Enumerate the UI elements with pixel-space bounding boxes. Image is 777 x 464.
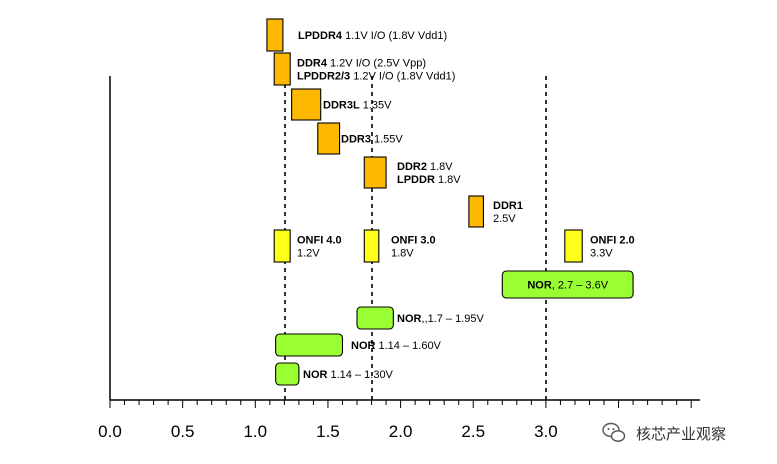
label-0-line-0: LPDDR4 1.1V I/O (1.8V Vdd1) xyxy=(298,30,447,42)
label-5-line-1: 2.5V xyxy=(493,213,516,225)
watermark: 核芯产业观察 xyxy=(602,422,726,443)
label-2-line-0: DDR3L 1.35V xyxy=(323,100,392,112)
label-8-line-0: ONFI 2.0 xyxy=(590,235,635,247)
bar-0 xyxy=(266,18,284,52)
axes xyxy=(109,76,700,401)
labels-layer: LPDDR4 1.1V I/O (1.8V Vdd1) DDR4 1.2V I/O… xyxy=(297,30,635,381)
bar-1 xyxy=(273,52,291,86)
label-8-line-1: 3.3V xyxy=(590,248,613,260)
bar-7 xyxy=(363,229,380,263)
x-tick-label: 0.5 xyxy=(171,422,195,441)
x-ticks: 0.0 0.5 1.0 1.5 2.0 2.5 3.0 xyxy=(98,400,692,441)
bar-3 xyxy=(317,122,341,155)
bar-4 xyxy=(363,156,387,189)
watermark-text: 核芯产业观察 xyxy=(636,425,726,443)
x-tick-label: 1.5 xyxy=(316,422,340,441)
label-5-line-0: DDR1 xyxy=(493,200,523,212)
bar-10 xyxy=(356,306,394,330)
bar-9 xyxy=(501,270,634,299)
bar-12 xyxy=(275,362,300,386)
x-tick-label: 1.0 xyxy=(243,422,267,441)
label-1-line-1: LPDDR2/3 1.2V I/O (1.8V Vdd1) xyxy=(297,71,455,83)
label-6-line-0: ONFI 4.0 xyxy=(297,235,342,247)
label-12-line-0: NOR 1.14 – 1.30V xyxy=(303,369,394,381)
bar-11 xyxy=(275,333,344,357)
bar-5 xyxy=(468,195,484,228)
label-7-line-1: 1.8V xyxy=(391,248,414,260)
wechat-icon xyxy=(602,422,626,442)
x-tick-label: 2.0 xyxy=(389,422,413,441)
x-tick-label: 0.0 xyxy=(98,422,122,441)
label-11-line-0: NOR 1.14 – 1.60V xyxy=(351,340,442,352)
label-9-line-0: NOR, 2.7 – 3.6V xyxy=(527,280,608,292)
x-tick-label: 2.5 xyxy=(461,422,485,441)
label-3-line-0: DDR3 1.55V xyxy=(341,134,403,146)
bars-layer xyxy=(266,18,634,386)
bar-6 xyxy=(273,229,291,263)
bar-8 xyxy=(564,229,583,263)
label-4-line-0: DDR2 1.8V xyxy=(397,161,453,173)
bar-2 xyxy=(291,88,322,121)
label-7-line-0: ONFI 3.0 xyxy=(391,235,436,247)
label-1-line-0: DDR4 1.2V I/O (2.5V Vpp) xyxy=(297,58,426,70)
x-tick-label: 3.0 xyxy=(534,422,558,441)
label-6-line-1: 1.2V xyxy=(297,248,320,260)
label-10-line-0: NOR,,1.7 – 1.95V xyxy=(397,313,484,325)
label-4-line-1: LPDDR 1.8V xyxy=(397,174,461,186)
